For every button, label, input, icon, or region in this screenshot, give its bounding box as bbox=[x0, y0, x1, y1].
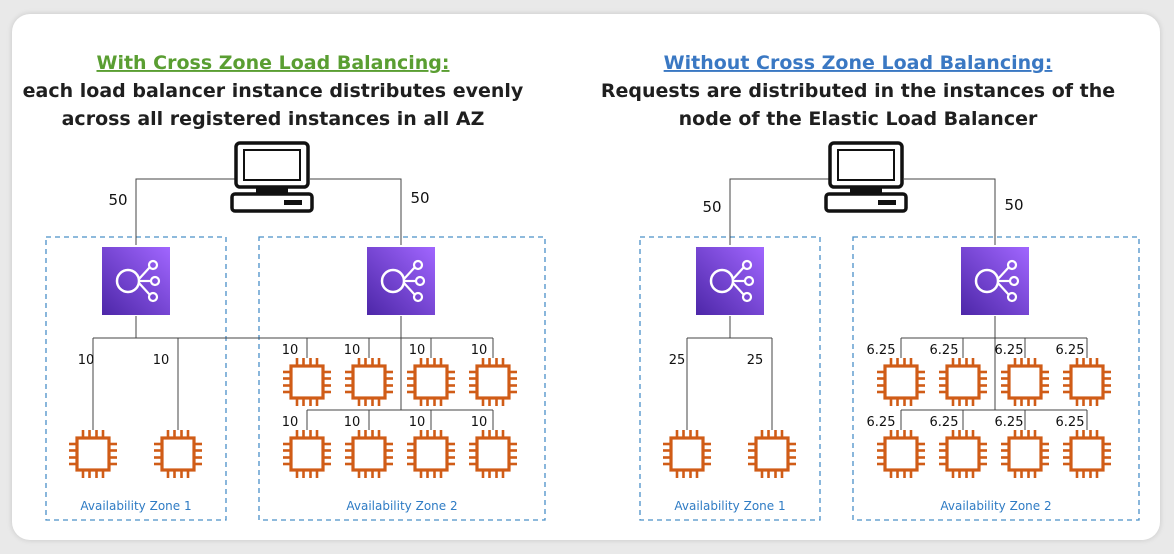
instance-traffic-label: 10 bbox=[409, 415, 426, 430]
instance-traffic-label: 6.25 bbox=[930, 415, 959, 430]
left-panel-subtitle-line2: across all registered instances in all A… bbox=[62, 108, 485, 130]
ec2-instance-icon bbox=[1061, 356, 1113, 408]
right-panel-subtitle-line2: node of the Elastic Load Balancer bbox=[679, 108, 1038, 130]
client-connections bbox=[729, 178, 996, 245]
ec2-instance-icon bbox=[1061, 428, 1113, 480]
traffic-label-right: 50 bbox=[410, 189, 429, 207]
ec2-instance-icon bbox=[343, 428, 395, 480]
instance-traffic-label: 6.25 bbox=[930, 343, 959, 358]
right-panel: Without Cross Zone Load Balancing: Reque… bbox=[601, 52, 1140, 521]
left-panel: With Cross Zone Load Balancing: each loa… bbox=[23, 52, 546, 521]
instance-traffic-label: 10 bbox=[471, 343, 488, 358]
instance-connections bbox=[686, 316, 1088, 430]
client-computer-icon bbox=[824, 141, 908, 213]
instance-traffic-label: 10 bbox=[282, 415, 299, 430]
instance-traffic-label: 10 bbox=[153, 353, 170, 368]
ec2-instance-icon bbox=[152, 428, 204, 480]
ec2-instance-icon bbox=[746, 428, 798, 480]
load-balancer-az1-icon bbox=[694, 245, 766, 317]
ec2-instance-icon bbox=[467, 428, 519, 480]
instance-traffic-label: 6.25 bbox=[995, 415, 1024, 430]
instance-traffic-label: 10 bbox=[344, 343, 361, 358]
instance-connections bbox=[92, 316, 494, 430]
ec2-instance-icon bbox=[661, 428, 713, 480]
ec2-instance-icon bbox=[405, 428, 457, 480]
load-balancer-az1-icon bbox=[100, 245, 172, 317]
traffic-label-left: 50 bbox=[702, 198, 721, 216]
instance-traffic-label: 6.25 bbox=[1056, 343, 1085, 358]
instance-traffic-label: 25 bbox=[669, 353, 686, 368]
ec2-instance-icon bbox=[875, 356, 927, 408]
ec2-instance-icon bbox=[999, 356, 1051, 408]
left-panel-title: With Cross Zone Load Balancing: bbox=[96, 52, 449, 74]
instance-traffic-label: 10 bbox=[78, 353, 95, 368]
availability-zone-1-label: Availability Zone 1 bbox=[80, 499, 191, 513]
left-panel-subtitle-line1: each load balancer instance distributes … bbox=[23, 80, 524, 102]
ec2-instance-icon bbox=[999, 428, 1051, 480]
ec2-instance-icon bbox=[937, 428, 989, 480]
instance-traffic-label: 6.25 bbox=[867, 343, 896, 358]
instance-traffic-label: 6.25 bbox=[1056, 415, 1085, 430]
instance-traffic-label: 6.25 bbox=[995, 343, 1024, 358]
instance-traffic-label: 25 bbox=[747, 353, 764, 368]
availability-zone-2-box bbox=[258, 236, 546, 521]
client-connections bbox=[135, 178, 402, 245]
availability-zone-2-label: Availability Zone 2 bbox=[940, 499, 1051, 513]
load-balancer-az2-icon bbox=[365, 245, 437, 317]
instance-traffic-label: 10 bbox=[344, 415, 361, 430]
ec2-instance-icon bbox=[343, 356, 395, 408]
traffic-label-left: 50 bbox=[108, 191, 127, 209]
load-balancer-az2-icon bbox=[959, 245, 1031, 317]
traffic-label-right: 50 bbox=[1004, 196, 1023, 214]
availability-zone-2-label: Availability Zone 2 bbox=[346, 499, 457, 513]
instance-traffic-label: 10 bbox=[471, 415, 488, 430]
ec2-instance-icon bbox=[405, 356, 457, 408]
ec2-instance-icon bbox=[875, 428, 927, 480]
instance-traffic-label: 6.25 bbox=[867, 415, 896, 430]
ec2-instance-icon bbox=[281, 428, 333, 480]
client-computer-icon bbox=[230, 141, 314, 213]
right-panel-subtitle-line1: Requests are distributed in the instance… bbox=[601, 80, 1115, 102]
instance-traffic-label: 10 bbox=[409, 343, 426, 358]
ec2-instance-icon bbox=[937, 356, 989, 408]
availability-zone-1-label: Availability Zone 1 bbox=[674, 499, 785, 513]
ec2-instance-icon bbox=[281, 356, 333, 408]
right-panel-title: Without Cross Zone Load Balancing: bbox=[664, 52, 1053, 74]
instance-traffic-label: 10 bbox=[282, 343, 299, 358]
availability-zone-2-box bbox=[852, 236, 1140, 521]
ec2-instance-icon bbox=[467, 356, 519, 408]
ec2-instance-icon bbox=[67, 428, 119, 480]
